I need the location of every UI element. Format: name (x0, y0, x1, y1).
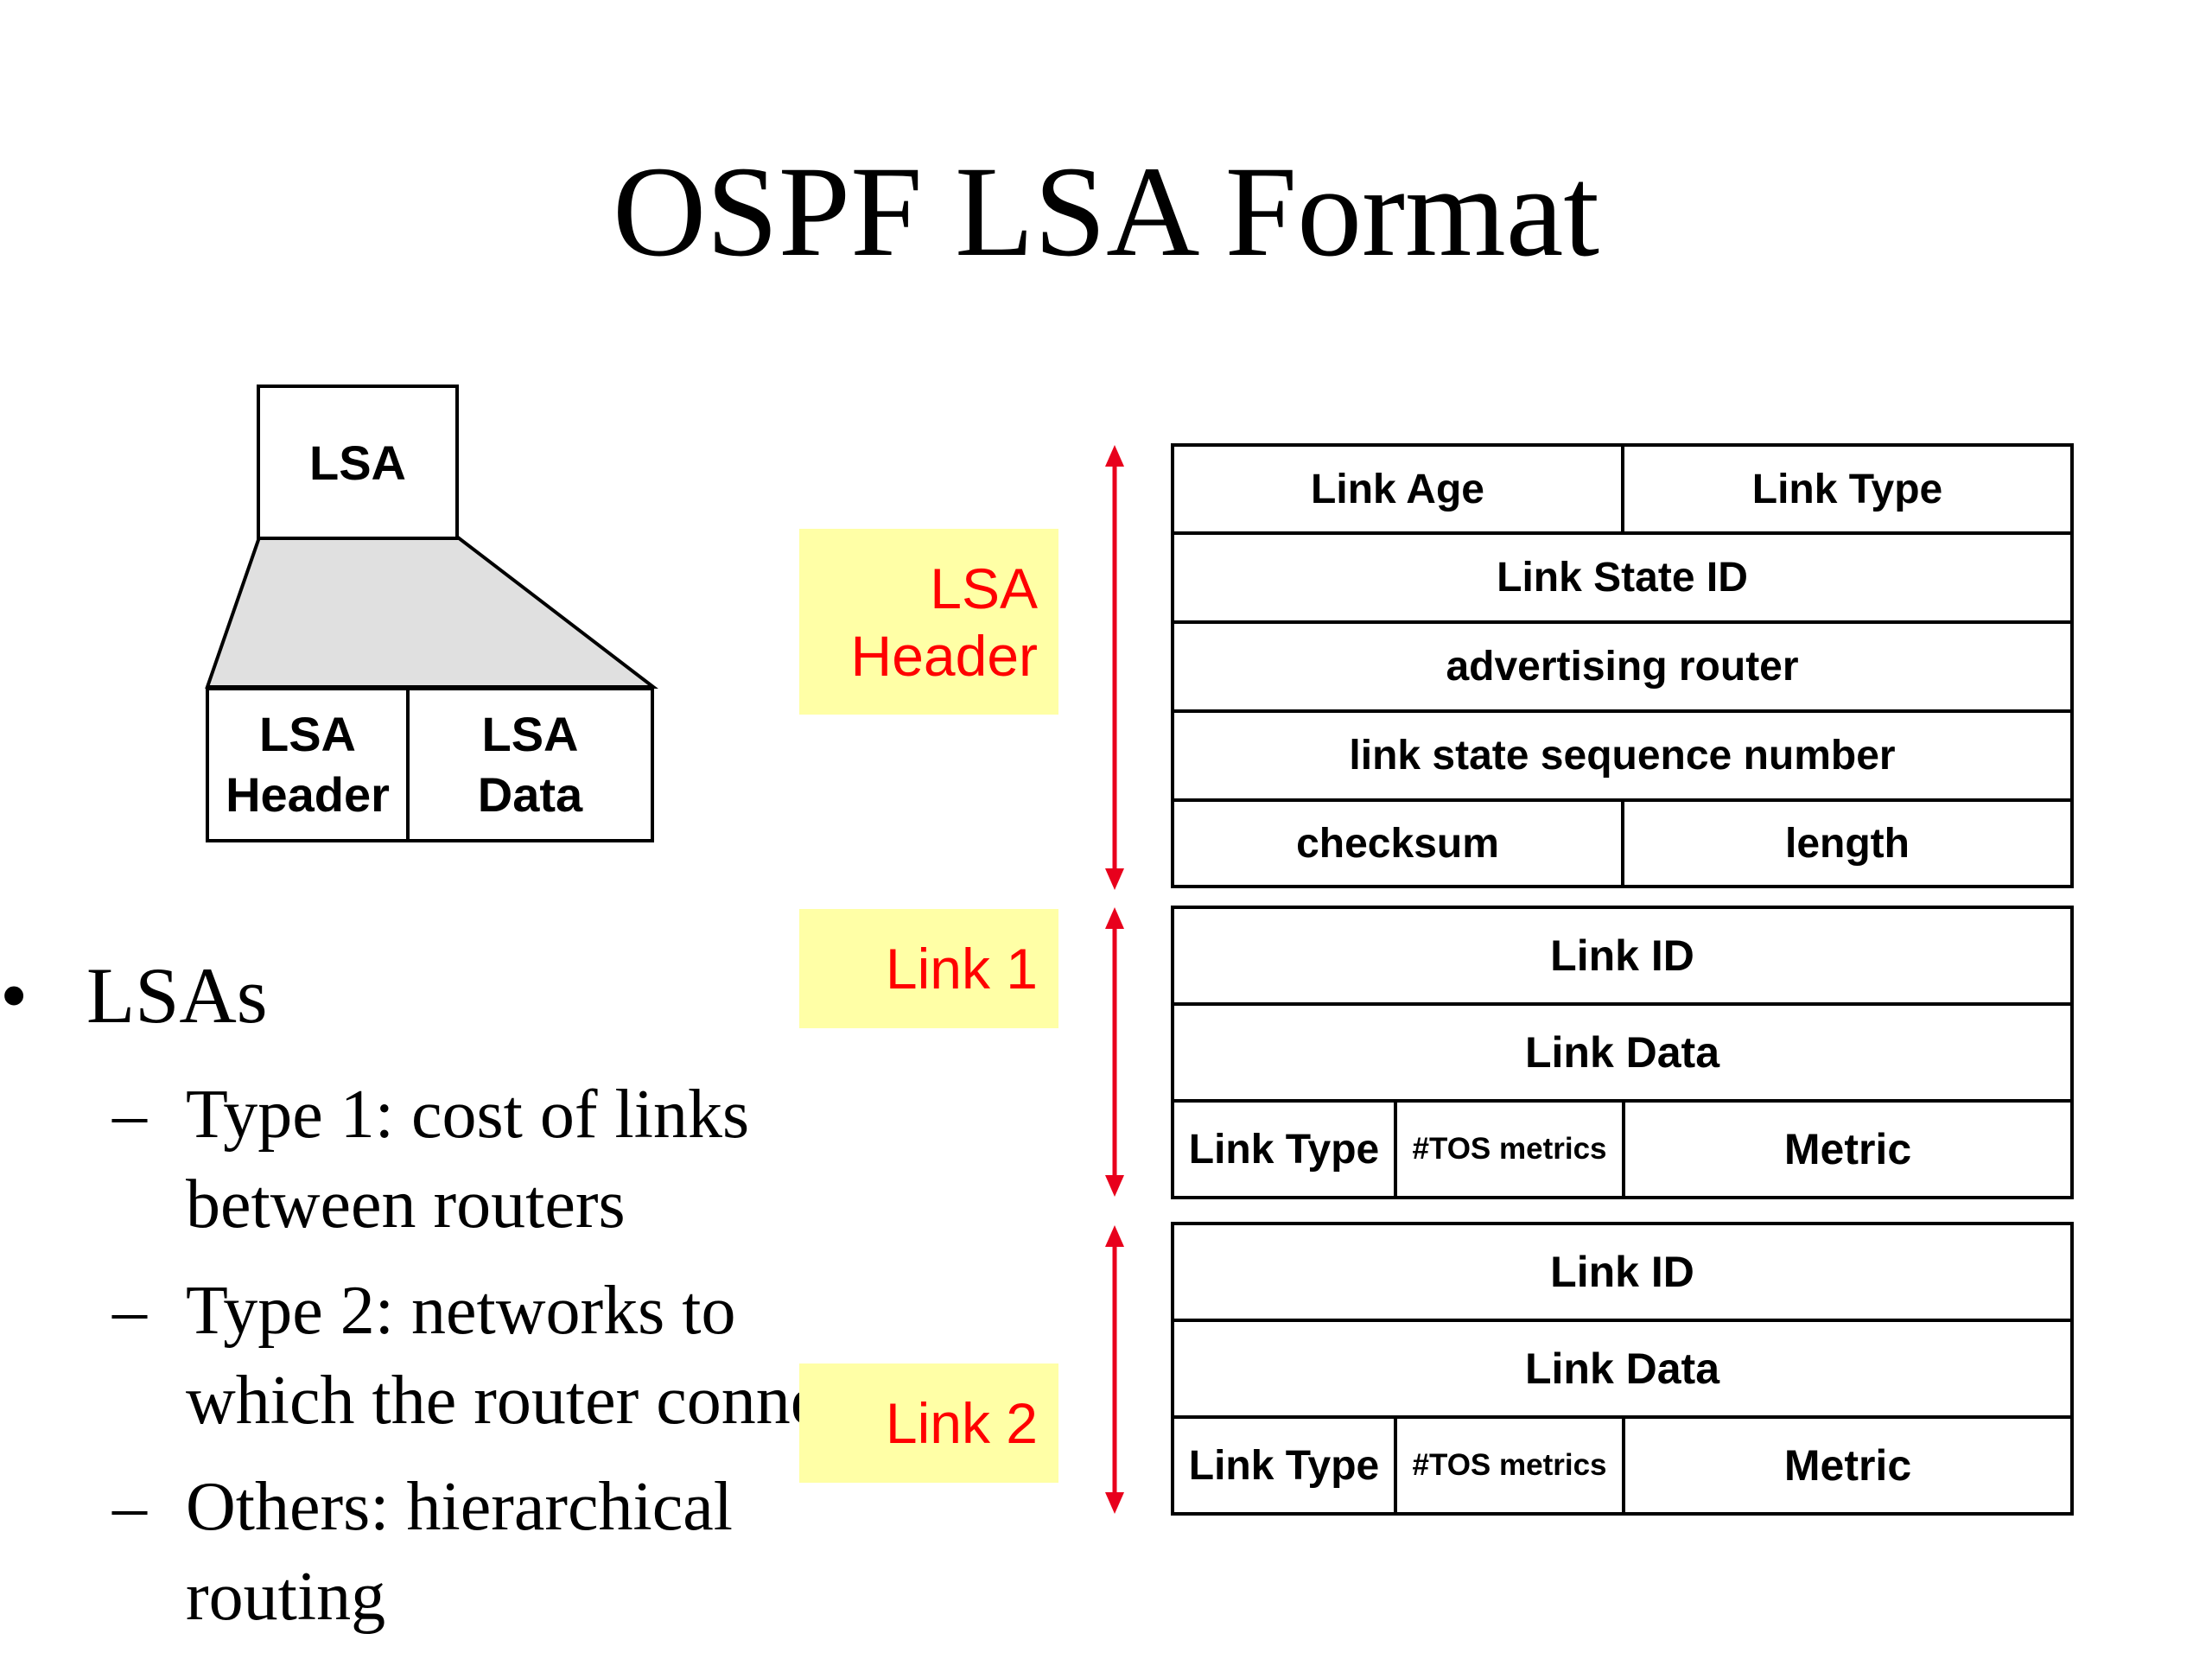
link2-data-field: Link Data (1524, 1344, 1720, 1393)
lsa-header-label-line1: LSA (930, 556, 1038, 620)
header-span-arrow (1105, 445, 1124, 890)
link1-id-field: Link ID (1550, 931, 1694, 980)
bullet-main: • LSAs (0, 950, 799, 1040)
lsa-header-part-line1: LSA (259, 707, 356, 761)
link1-metric-field: Metric (1783, 1125, 1912, 1173)
link1-tos-field: #TOS metrics (1412, 1132, 1607, 1166)
bullet-list: • LSAs – Type 1: cost of links between r… (0, 950, 799, 1642)
lsa-bottom-box: LSA Header LSA Data (206, 687, 654, 842)
sub-bullet-dash: – (112, 1273, 147, 1349)
lsa-top-label: LSA (309, 435, 406, 490)
bullet-marker: • (0, 951, 29, 1039)
sub-bullet-dash: – (112, 1077, 147, 1153)
page-title: OSPF LSA Format (613, 140, 1599, 283)
lsa-expansion-trapezoid (205, 536, 658, 689)
sub-bullet-dash: – (112, 1469, 147, 1545)
span-arrows (1105, 445, 1124, 1514)
link2-tos-field: #TOS metrics (1412, 1448, 1607, 1482)
lsa-data-part: LSA Data (410, 690, 651, 839)
link-age-field: Link Age (1311, 466, 1484, 512)
sub-bullet-type1-line1: Type 1: cost of links (186, 1077, 750, 1153)
sub-bullet-others-line1: Others: hierarchical (186, 1469, 734, 1545)
link1-span-arrow (1105, 907, 1124, 1197)
lsa-header-table: Link Age Link Type Link State ID adverti… (1171, 443, 2074, 888)
link2-id-field: Link ID (1550, 1248, 1694, 1296)
lsa-header-part: LSA Header (209, 690, 406, 839)
lsa-header-label: LSA Header (799, 529, 1058, 715)
link1-type-field: Link Type (1188, 1126, 1380, 1173)
sub-bullet-others-line2: routing (186, 1559, 386, 1635)
sub-bullet-type2-line1: Type 2: networks to (186, 1273, 736, 1349)
link2-span-arrow (1105, 1225, 1124, 1514)
link2-type-field: Link Type (1188, 1442, 1380, 1489)
checksum-field: checksum (1296, 820, 1499, 867)
link1-data-field: Link Data (1524, 1028, 1720, 1077)
link-type-field: Link Type (1751, 466, 1943, 512)
lsa-header-part-line2: Header (226, 767, 390, 822)
link1-table: Link ID Link Data Link Type #TOS metrics… (1171, 906, 2074, 1199)
bullet-main-text: LSAs (86, 951, 268, 1039)
advertising-router-field: advertising router (1446, 644, 1799, 690)
lsa-bottom-divider (406, 690, 410, 839)
length-field: length (1785, 820, 1910, 867)
link2-table: Link ID Link Data Link Type #TOS metrics… (1171, 1222, 2074, 1516)
lsa-top-box: LSA (257, 385, 459, 540)
link1-label: Link 1 (799, 909, 1058, 1028)
lsa-data-part-line2: Data (477, 767, 583, 822)
sub-bullet-type2-line2: which the router connects (186, 1363, 799, 1439)
link2-metric-field: Metric (1783, 1441, 1912, 1490)
link-state-id-field: Link State ID (1497, 555, 1748, 601)
link2-label: Link 2 (799, 1363, 1058, 1483)
sequence-number-field: link state sequence number (1349, 733, 1896, 779)
sub-bullet-type1-line2: between routers (186, 1166, 626, 1243)
lsa-header-label-line2: Header (850, 624, 1038, 688)
lsa-data-part-line1: LSA (481, 707, 579, 761)
